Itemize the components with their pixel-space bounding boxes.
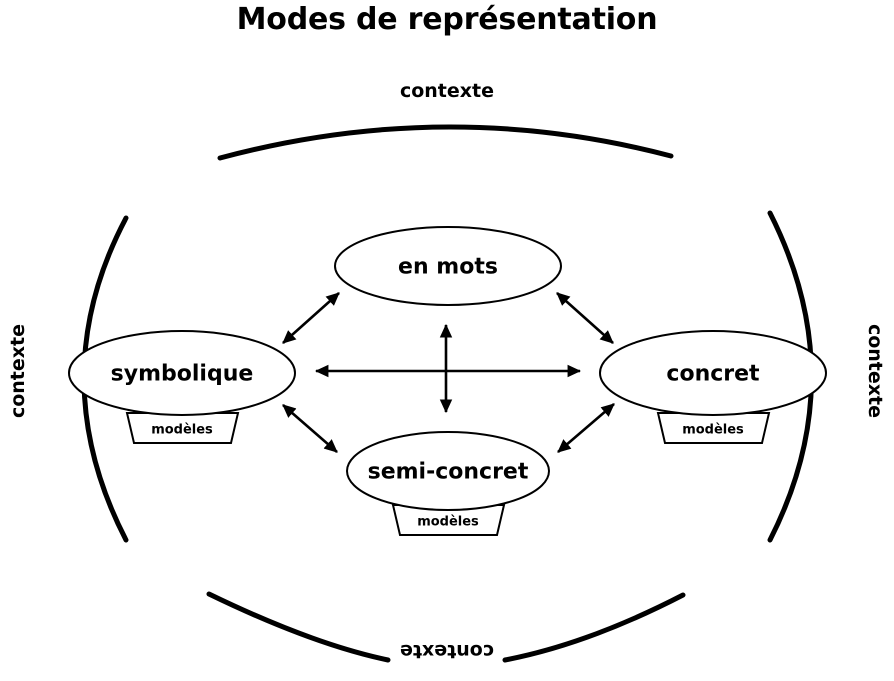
arrow-semi-concret-concret [557, 403, 615, 453]
context-label-right: contexte [864, 323, 886, 419]
arrow-en-mots-concret [556, 292, 614, 344]
node-concret[interactable]: concret [599, 330, 827, 416]
context-label-bottom: contexte [399, 640, 495, 662]
node-pedestal-concret[interactable]: modèles [656, 412, 771, 444]
ellipse-shape [599, 330, 827, 416]
context-label-top: contexte [399, 80, 495, 102]
node-sublabel: modèles [417, 515, 479, 530]
page-title: Modes de représentation [236, 2, 658, 37]
node-sublabel: modèles [151, 423, 213, 438]
node-sublabel: modèles [682, 423, 744, 438]
context-arc-top [217, 124, 674, 161]
context-arc-bottom-left [206, 591, 391, 663]
node-en-mots[interactable]: en mots [334, 226, 562, 306]
ellipse-shape [68, 330, 296, 416]
ellipse-shape [334, 226, 562, 306]
context-label-left: contexte [7, 323, 29, 419]
node-label: symbolique [111, 362, 254, 387]
arrow-symbolique-en-mots [282, 292, 340, 344]
ellipse-shape [346, 431, 550, 511]
node-pedestal-symbolique[interactable]: modèles [125, 412, 240, 444]
node-pedestal-semi-concret[interactable]: modèles [391, 504, 506, 536]
arrow-symbolique-semi-concret [282, 404, 338, 453]
node-label: en mots [398, 255, 498, 280]
node-semi-concret[interactable]: semi-concret [346, 431, 550, 511]
node-label: concret [666, 362, 760, 387]
node-symbolique[interactable]: symbolique [68, 330, 296, 416]
node-label: semi-concret [368, 460, 529, 485]
context-arc-bottom-right [502, 592, 686, 663]
